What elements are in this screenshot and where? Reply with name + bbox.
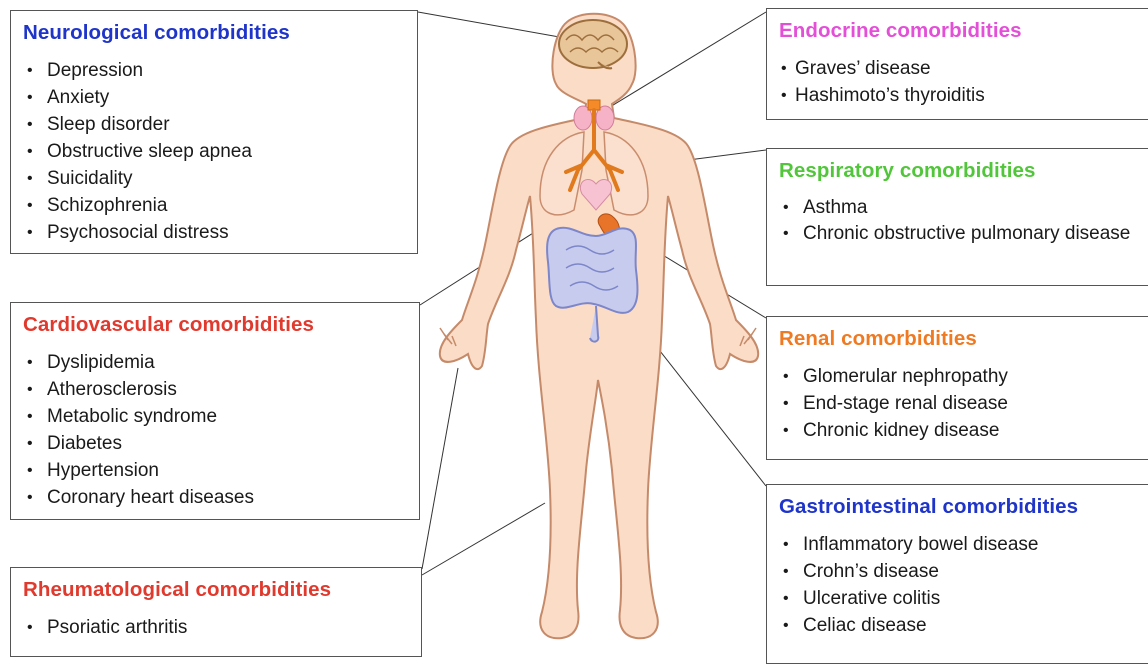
list-item: •Metabolic syndrome [23,403,405,430]
list-item: •Graves’ disease [779,55,1141,82]
list-item: •Sleep disorder [23,111,403,138]
list-item: •Hashimoto’s thyroiditis [779,82,1141,109]
comorbidity-diagram: Neurological comorbidities •Depression •… [0,0,1148,646]
brain-icon [559,20,627,68]
list-item: •Ulcerative colitis [779,585,1141,612]
list-item: •Inflammatory bowel disease [779,531,1141,558]
cardiovascular-title: Cardiovascular comorbidities [23,313,405,337]
list-item: •Atherosclerosis [23,376,405,403]
list-item: •Asthma [779,195,1135,221]
endocrine-list: •Graves’ disease •Hashimoto’s thyroiditi… [779,55,1141,109]
endocrine-title: Endocrine comorbidities [779,19,1141,43]
list-item: •Anxiety [23,84,403,111]
respiratory-list: •Asthma •Chronic obstructive pulmonary d… [779,195,1141,247]
gastrointestinal-title: Gastrointestinal comorbidities [779,495,1141,519]
rheumatological-box: Rheumatological comorbidities •Psoriatic… [10,567,422,657]
list-item: •Chronic obstructive pulmonary disease [779,221,1135,247]
neurological-box: Neurological comorbidities •Depression •… [10,10,418,254]
list-item: •Dyslipidemia [23,349,405,376]
list-item: •Hypertension [23,457,405,484]
respiratory-box: Respiratory comorbidities •Asthma •Chron… [766,148,1148,286]
gastrointestinal-list: •Inflammatory bowel disease •Crohn’s dis… [779,531,1141,639]
neurological-title: Neurological comorbidities [23,21,403,45]
list-item: •Coronary heart diseases [23,484,405,511]
list-item: •Suicidality [23,165,403,192]
list-item: •Glomerular nephropathy [779,363,1141,390]
list-item: •Celiac disease [779,612,1141,639]
list-item: •Psychosocial distress [23,219,403,246]
cardiovascular-list: •Dyslipidemia •Atherosclerosis •Metaboli… [23,349,405,511]
rheumatological-list: •Psoriatic arthritis [23,614,407,641]
renal-box: Renal comorbidities •Glomerular nephropa… [766,316,1148,460]
rheumatological-title: Rheumatological comorbidities [23,578,407,602]
gastrointestinal-box: Gastrointestinal comorbidities •Inflamma… [766,484,1148,664]
list-item: •Schizophrenia [23,192,403,219]
list-item: •Diabetes [23,430,405,457]
list-item: •Crohn’s disease [779,558,1141,585]
list-item: •Depression [23,57,403,84]
neurological-list: •Depression •Anxiety •Sleep disorder •Ob… [23,57,403,246]
endocrine-box: Endocrine comorbidities •Graves’ disease… [766,8,1148,120]
connector-rheum-1 [422,368,458,569]
cardiovascular-box: Cardiovascular comorbidities •Dyslipidem… [10,302,420,520]
connector-rheum-2 [422,503,545,575]
list-item: •Chronic kidney disease [779,417,1141,444]
renal-title: Renal comorbidities [779,327,1141,351]
respiratory-title: Respiratory comorbidities [779,159,1141,183]
list-item: •End-stage renal disease [779,390,1141,417]
renal-list: •Glomerular nephropathy •End-stage renal… [779,363,1141,444]
list-item: •Psoriatic arthritis [23,614,407,641]
list-item: •Obstructive sleep apnea [23,138,403,165]
connector-neuro [418,12,565,38]
